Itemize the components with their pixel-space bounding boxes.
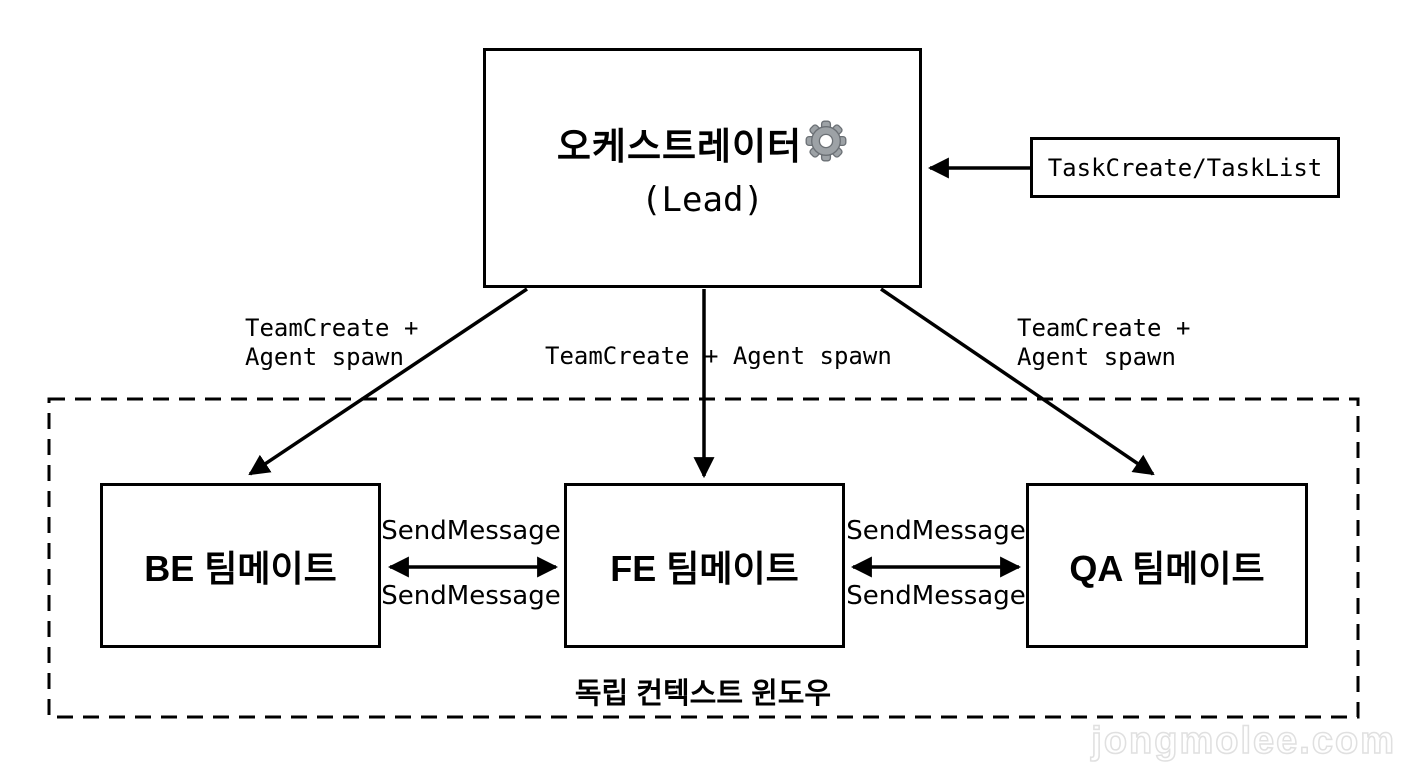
orchestrator-box: 오케스트레이터 (Lead) [483,48,922,288]
sendmessage-label-be-fe-top: SendMessage [381,516,561,546]
task-box: TaskCreate/TaskList [1030,137,1340,198]
spawn-label-right: TeamCreate + Agent spawn [1017,314,1190,372]
task-box-label: TaskCreate/TaskList [1047,153,1323,182]
spawn-label-right-line2: Agent spawn [1017,343,1176,371]
orchestrator-to-qa-arrow [880,287,1155,476]
orchestrator-to-be-arrow [248,287,528,476]
fe-teammate-box: FE 팀메이트 [564,483,845,648]
spawn-label-left: TeamCreate + Agent spawn [245,314,418,372]
watermark: jongmolee.com [1091,719,1396,763]
sendmessage-label-fe-qa-bottom: SendMessage [846,581,1026,611]
sendmessage-label-fe-qa-top: SendMessage [846,516,1026,546]
orchestrator-subtitle: (Lead) [641,180,764,220]
spawn-label-left-line2: Agent spawn [245,343,404,371]
be-teammate-label: BE 팀메이트 [144,547,337,589]
orchestrator-title: 오케스트레이터 [556,126,803,167]
qa-teammate-box: QA 팀메이트 [1026,483,1308,648]
context-window-label: 독립 컨텍스트 윈도우 [574,678,832,710]
be-teammate-box: BE 팀메이트 [100,483,381,648]
orchestrator-title-row: 오케스트레이터 [557,116,848,170]
gear-icon [805,120,847,162]
fe-teammate-label: FE 팀메이트 [610,547,799,589]
qa-teammate-label: QA 팀메이트 [1069,547,1265,589]
spawn-label-right-line1: TeamCreate + [1017,314,1191,342]
spawn-label-middle: TeamCreate + Agent spawn [545,342,892,370]
spawn-label-left-line1: TeamCreate + [245,314,419,342]
sendmessage-label-be-fe-bottom: SendMessage [381,581,561,611]
